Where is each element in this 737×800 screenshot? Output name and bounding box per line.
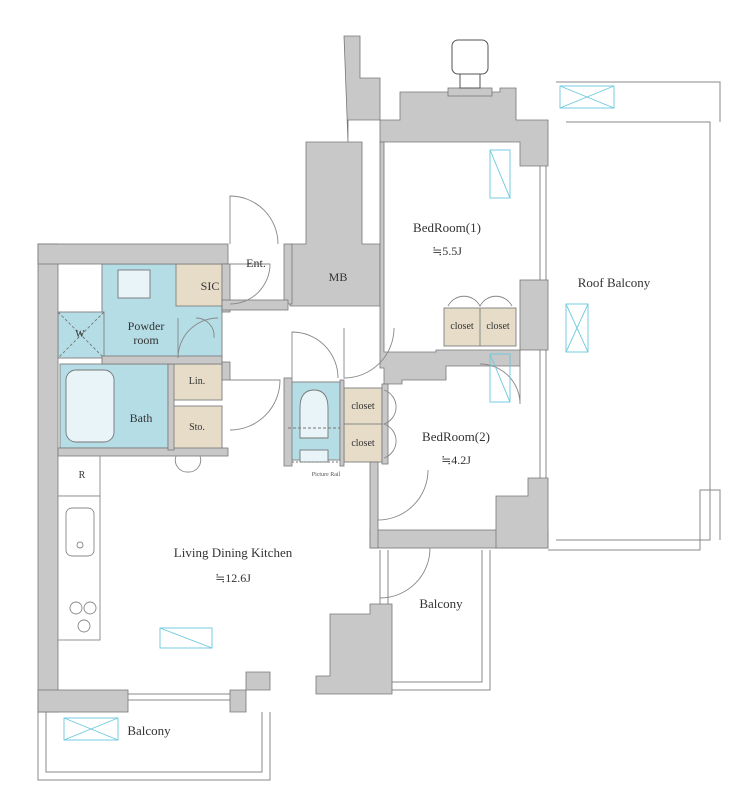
closet-b1-left-label: closet bbox=[450, 321, 474, 332]
balcony-east-outline bbox=[379, 550, 491, 691]
sic-label: SIC bbox=[200, 279, 220, 293]
mb-label: MB bbox=[328, 270, 348, 284]
walls bbox=[37, 35, 549, 713]
window-marks bbox=[63, 85, 615, 741]
closet-b1-right-fill bbox=[479, 307, 517, 347]
stove-icon bbox=[69, 601, 97, 633]
bedroom1-area: ≒5.5J bbox=[432, 244, 462, 258]
washer-label: W bbox=[75, 329, 85, 340]
lin-label: Lin. bbox=[188, 376, 206, 387]
wall-south-east bbox=[315, 603, 393, 695]
sink-icon bbox=[65, 507, 95, 557]
closet-b2-bottom-label: closet bbox=[351, 438, 375, 449]
toilet-icon bbox=[299, 389, 329, 439]
balcony-south-outline bbox=[37, 712, 271, 781]
door-swings bbox=[174, 195, 521, 599]
wall-bedroom-east bbox=[519, 279, 549, 351]
wall-entry-hall bbox=[283, 243, 293, 305]
ac-unit-icon bbox=[451, 39, 489, 89]
roof-balcony-outline bbox=[556, 81, 721, 541]
entrance-label: Ent. bbox=[246, 256, 266, 270]
ldk-label: Living Dining Kitchen bbox=[173, 545, 293, 560]
wall-southwest bbox=[37, 689, 129, 713]
picture-rail-label: Picture Rail bbox=[311, 472, 341, 478]
sto-fill bbox=[171, 405, 223, 451]
wall-bedroom2-south bbox=[495, 477, 549, 549]
kitchen-counter bbox=[57, 455, 101, 641]
balcony-east-label: Balcony bbox=[419, 596, 463, 611]
closet-b2-top-label: closet bbox=[351, 401, 375, 412]
sto-label: Sto. bbox=[189, 422, 205, 433]
bedroom1-label: BedRoom(1) bbox=[413, 220, 481, 235]
closet-b2-bottom-fill bbox=[343, 423, 383, 463]
bedroom2-label: BedRoom(2) bbox=[422, 429, 490, 444]
wall-west bbox=[37, 243, 59, 713]
bathtub-icon bbox=[65, 369, 115, 443]
bath-label: Bath bbox=[129, 411, 153, 425]
bath-fixtures bbox=[57, 269, 340, 463]
bedroom2-area: ≒4.2J bbox=[441, 453, 471, 467]
counter bbox=[57, 495, 101, 641]
balcony-south-label: Balcony bbox=[127, 723, 171, 738]
roof-balcony-label: Roof Balcony bbox=[577, 275, 651, 290]
ldk-area: ≒12.6J bbox=[215, 571, 251, 585]
refrigerator-label: R bbox=[78, 470, 86, 481]
storage-areas bbox=[171, 263, 517, 463]
powder-room-label-2: room bbox=[133, 333, 159, 347]
wall-bedroom1-north bbox=[379, 87, 549, 167]
powder-room-label-1: Powder bbox=[127, 319, 165, 333]
closet-b1-right-label: closet bbox=[486, 321, 510, 332]
vanity-sink-icon bbox=[117, 269, 151, 299]
